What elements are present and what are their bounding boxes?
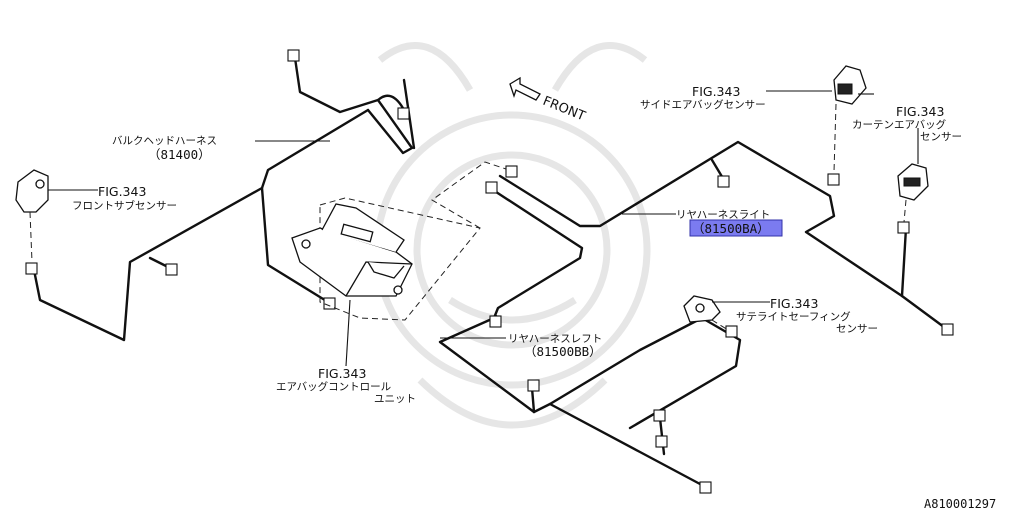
connector <box>941 323 954 336</box>
connector <box>699 481 712 494</box>
leader-line <box>345 299 351 367</box>
rear-harness-right-title: リヤハーネスライト <box>676 209 770 221</box>
connector <box>725 325 738 338</box>
side-airbag-sensor-name: サイドエアバッグセンサー <box>640 98 766 111</box>
connector <box>397 107 410 120</box>
connector <box>527 379 540 392</box>
bulkhead-harness-title: バルクヘッドハーネス <box>112 135 217 147</box>
image-id: A810001297 <box>924 497 996 511</box>
rear-harness-right-code[interactable]: （81500BA） <box>692 221 770 236</box>
satellite-safing-sensor-name-2: センサー <box>836 323 878 335</box>
front-sub-sensor-fig[interactable]: FIG.343 <box>98 184 146 199</box>
connector <box>717 175 730 188</box>
front-sub-sensor[interactable] <box>15 169 49 263</box>
curtain-airbag-sensor-name-1: カーテンエアバッグ <box>852 118 947 131</box>
connector <box>653 409 666 422</box>
airbag-control-unit-name-1: エアバッグコントロール <box>276 380 391 393</box>
connector <box>505 165 518 178</box>
airbag-control-unit[interactable] <box>291 197 481 321</box>
bulkhead-harness-code: （81400） <box>148 147 211 162</box>
watermark-emblem <box>373 42 651 429</box>
connector <box>827 173 840 186</box>
airbag-control-unit-fig[interactable]: FIG.343 <box>318 366 366 381</box>
rear-harness-right-code-highlight[interactable] <box>689 219 783 237</box>
rear-left-connectors <box>485 181 738 494</box>
connector <box>655 435 668 448</box>
curtain-airbag-sensor-name-2: センサー <box>920 131 962 143</box>
connector <box>287 49 300 62</box>
bulkhead-connectors <box>25 49 410 310</box>
connector <box>25 262 38 275</box>
satellite-safing-sensor-name-1: サテライトセーフィング <box>736 310 851 323</box>
connector <box>489 315 502 328</box>
rear-harness-left-code: （81500BB） <box>524 344 602 359</box>
airbag-control-unit-name-2: ユニット <box>374 393 416 405</box>
satellite-safing-sensor-fig[interactable]: FIG.343 <box>770 296 818 311</box>
curtain-airbag-sensor-fig[interactable]: FIG.343 <box>896 104 944 119</box>
bulkhead-harness[interactable] <box>32 56 416 342</box>
connector <box>323 297 336 310</box>
rear-harness-left-title: リヤハーネスレフト <box>508 333 602 345</box>
front-sub-sensor-name: フロントサブセンサー <box>72 199 177 212</box>
connector <box>485 181 498 194</box>
rear-right-connectors <box>505 165 954 336</box>
satellite-safing-sensor[interactable] <box>683 295 729 331</box>
connector <box>165 263 178 276</box>
curtain-airbag-sensor[interactable] <box>897 163 929 223</box>
side-airbag-sensor[interactable] <box>833 65 874 173</box>
side-airbag-sensor-fig[interactable]: FIG.343 <box>692 84 740 99</box>
connector <box>897 221 910 234</box>
